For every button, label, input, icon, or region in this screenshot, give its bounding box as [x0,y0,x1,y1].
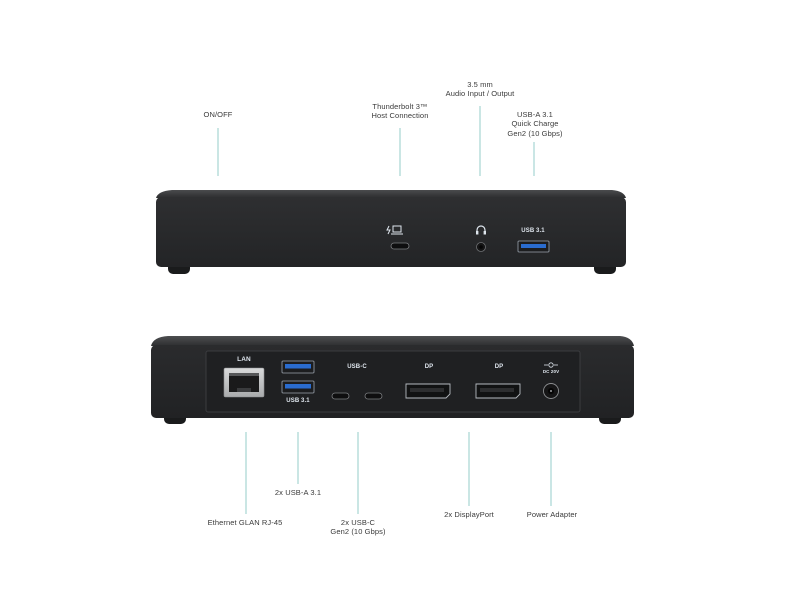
label-usb-c-line2: Gen2 (10 Gbps) [330,527,386,537]
label-usb-c: 2x USB-C Gen2 (10 Gbps) [330,518,385,537]
rear-top-surface [151,336,634,346]
label-thunderbolt-line2: Host Connection [371,111,429,121]
label-usb-a-front-line3: Gen2 (10 Gbps) [507,128,563,138]
label-thunderbolt-line1: Thunderbolt 3™ [372,102,428,111]
rear-dc-mark: DC 20V [542,369,560,374]
label-usb-a-rear: 2x USB-A 3.1 [274,488,322,497]
label-displayport: 2x DisplayPort [444,510,494,519]
rear-dp1-mark: DP [424,364,434,370]
ethernet-port [223,367,265,398]
label-on-off: ON/OFF [203,110,233,119]
label-usb-a-front-line2: Quick Charge [511,119,559,129]
thunderbolt-laptop-icon [386,225,403,235]
usb-c-port-2 [364,392,383,400]
front-face [156,197,626,267]
headphones-icon [476,225,486,235]
label-power: Power Adapter [526,510,578,519]
label-ethernet: Ethernet GLAN RJ-45 [207,518,283,527]
dc-power-jack [543,383,559,399]
label-audio: 3.5 mm Audio Input / Output [446,80,515,99]
front-top-surface [156,190,626,198]
usb-a-rear-ports [281,360,315,394]
label-thunderbolt: Thunderbolt 3™ Host Connection [372,102,429,121]
label-usb-a-front: USB-A 3.1 Quick Charge Gen2 (10 Gbps) [507,110,562,138]
label-audio-line1: 3.5 mm [467,80,493,89]
dc-polarity-icon [544,362,558,368]
label-audio-line2: Audio Input / Output [445,89,515,99]
rear-usb-c-mark: USB-C [347,364,367,370]
thunderbolt-port [390,242,410,250]
label-usb-c-line1: 2x USB-C [340,518,376,527]
usb-c-port-1 [331,392,350,400]
front-usb-mark: USB 3.1 [521,228,545,234]
rear-dp2-mark: DP [494,364,504,370]
rear-lan-mark: LAN [237,356,251,363]
label-usb-a-front-line1: USB-A 3.1 [517,110,553,119]
rear-usb-mark: USB 3.1 [286,398,310,404]
